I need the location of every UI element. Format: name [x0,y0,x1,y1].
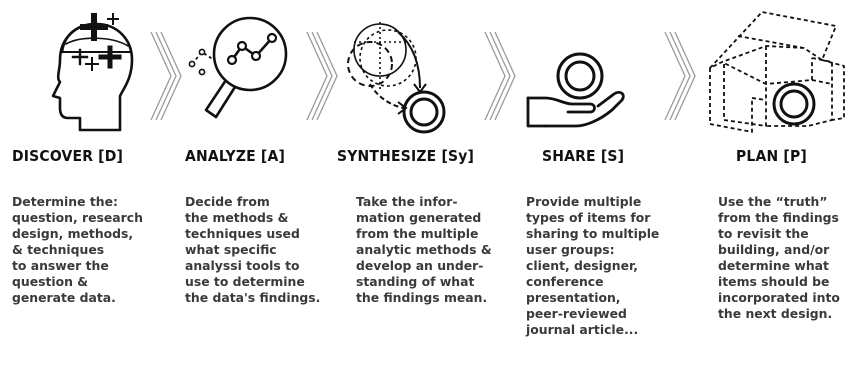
description-line: the methods & [185,210,289,225]
description-line: presentation, [526,290,621,305]
chevron-arrow-icon [150,31,182,121]
description-line: types of items for [526,210,651,225]
description-line: client, designer, [526,258,638,273]
description-line: Use the “truth” [718,194,828,209]
description-line: from the findings [718,210,839,225]
description-line: incorporated into [718,290,840,305]
description-line: Determine the: [12,194,118,209]
description-line: use to determine [185,274,305,289]
description-line: question & [12,274,89,289]
step-description-share: Provide multiple types of items for shar… [526,194,659,338]
step-title-plan: PLAN [P] [736,147,807,165]
description-line: Take the infor- [356,194,458,209]
description-line: techniques used [185,226,300,241]
description-line: generate data. [12,290,116,305]
description-line: the data's findings. [185,290,321,305]
step-title-synthesize: SYNTHESIZE [Sy] [337,147,475,165]
description-line: the findings mean. [356,290,488,305]
description-line: Provide multiple [526,194,642,209]
description-line: peer-reviewed [526,306,627,321]
head-discover-icon [51,13,134,132]
description-line: what specific [185,242,277,257]
step-title-share: SHARE [S] [542,147,625,165]
step-description-synthesize: Take the infor- mation generated from th… [356,194,492,306]
step-description-discover: Determine the: question, research design… [12,194,143,306]
description-line: from the multiple [356,226,479,241]
description-line: sharing to multiple [526,226,660,241]
description-line: mation generated [356,210,482,225]
description-line: Decide from [185,194,270,209]
description-line: design, methods, [12,226,134,241]
step-title-analyze: ANALYZE [A] [185,147,286,165]
step-description-analyze: Decide from the methods & techniques use… [185,194,320,306]
step-description-plan: Use the “truth” from the findings to rev… [718,194,840,322]
chevron-arrow-icon [664,31,696,121]
hand-share-icon [526,52,625,128]
building-plan-icon [709,11,845,133]
description-line: & techniques [12,242,105,257]
step-title-discover: DISCOVER [D] [12,147,124,165]
chevron-arrow-icon [484,31,516,121]
magnifier-analyze-icon [188,16,288,119]
circles-synthesize-icon [347,22,446,134]
description-line: determine what [718,258,829,273]
description-line: analytic methods & [356,242,492,257]
description-line: question, research [12,210,143,225]
description-line: journal article... [526,322,639,337]
description-line: building, and/or [718,242,830,257]
description-line: user groups: [526,242,615,257]
description-line: analyssi tools to [185,258,300,273]
description-line: standing of what [356,274,475,289]
description-line: the next design. [718,306,833,321]
description-line: to answer the [12,258,109,273]
description-line: items should be [718,274,830,289]
description-line: conference [526,274,604,289]
description-line: to revisit the [718,226,809,241]
chevron-arrow-icon [306,31,338,121]
description-line: develop an under- [356,258,484,273]
